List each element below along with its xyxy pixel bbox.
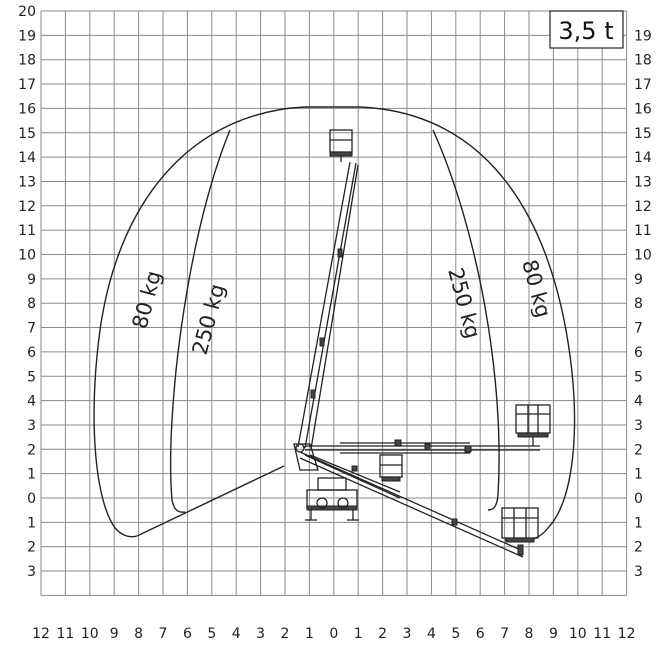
y-tick-label-left: 19 [18, 28, 36, 44]
x-tick-label: 9 [110, 626, 119, 642]
y-tick-label-left: 11 [18, 223, 36, 239]
y-tick-label-left: 20 [18, 4, 36, 20]
zone-label-inner-left: 250 kg [188, 281, 230, 357]
x-tick-label: 8 [525, 626, 534, 642]
y-tick-label-right: 14 [634, 150, 652, 166]
y-tick-label-right: 15 [634, 126, 652, 142]
boom-horizontal [305, 439, 540, 454]
y-tick-label-right: 18 [634, 53, 652, 69]
y-tick-label-right: 1 [634, 515, 643, 531]
y-tick-label-right: 7 [634, 321, 643, 337]
turret [293, 443, 319, 471]
x-tick-label: 6 [183, 626, 192, 642]
y-tick-label-right: 2 [634, 442, 643, 458]
y-tick-label-right: 17 [634, 77, 652, 93]
x-tick-label: 5 [207, 626, 216, 642]
y-tick-label-left: 12 [18, 199, 36, 215]
x-tick-label: 11 [56, 626, 74, 642]
aerial-platform-machine [293, 129, 551, 558]
boom-diagonal [299, 451, 524, 558]
y-tick-label-left: 2 [27, 540, 36, 556]
x-tick-label: 10 [81, 626, 99, 642]
basket-folded [379, 454, 403, 482]
x-tick-label: 3 [256, 626, 265, 642]
y-tick-label-right: 0 [634, 491, 643, 507]
y-tick-label-left: 8 [27, 296, 36, 312]
x-tick-label: 2 [281, 626, 290, 642]
x-tick-label: 2 [378, 626, 387, 642]
y-tick-label-left: 0 [27, 491, 36, 507]
y-tick-label-right: 5 [634, 369, 643, 385]
capacity-badge: 3,5 t [549, 10, 624, 49]
x-tick-label: 1 [354, 626, 363, 642]
x-tick-label: 8 [134, 626, 143, 642]
y-tick-label-right: 16 [634, 101, 652, 117]
basket-right-upper [515, 404, 551, 446]
capacity-label: 3,5 t [558, 17, 613, 45]
y-tick-label-left: 17 [18, 77, 36, 93]
y-tick-label-right: 2 [634, 540, 643, 556]
boom-vertical [297, 161, 359, 450]
x-tick-label: 4 [427, 626, 436, 642]
x-tick-label: 10 [569, 626, 587, 642]
x-tick-label: 0 [329, 626, 338, 642]
y-tick-label-left: 16 [18, 101, 36, 117]
inner-boundary-left [169, 129, 231, 513]
x-tick-label: 12 [618, 626, 636, 642]
basket-right-lower [501, 507, 539, 543]
x-tick-label: 11 [593, 626, 611, 642]
y-tick-label-left: 5 [27, 369, 36, 385]
vehicle-chassis [305, 477, 359, 521]
inner-boundary-right [432, 129, 500, 511]
y-tick-label-left: 14 [18, 150, 36, 166]
y-tick-label-left: 10 [18, 248, 36, 264]
y-tick-label-right: 4 [634, 394, 643, 410]
y-tick-label-left: 18 [18, 53, 36, 69]
y-tick-label-left: 1 [27, 467, 36, 483]
y-tick-label-right: 11 [634, 223, 652, 239]
y-tick-label-left: 1 [27, 515, 36, 531]
y-tick-label-right: 12 [634, 199, 652, 215]
y-tick-label-right: 6 [634, 345, 643, 361]
y-tick-label-left: 3 [27, 564, 36, 580]
y-tick-label-left: 6 [27, 345, 36, 361]
x-tick-label: 7 [159, 626, 168, 642]
y-tick-label-right: 3 [634, 564, 643, 580]
y-tick-label-right: 10 [634, 248, 652, 264]
grid [40, 10, 628, 596]
x-tick-label: 3 [403, 626, 412, 642]
x-tick-label: 9 [549, 626, 558, 642]
y-tick-label-left: 7 [27, 321, 36, 337]
x-tick-label: 12 [32, 626, 50, 642]
zone-label-outer-left: 80 kg [128, 268, 166, 331]
x-tick-label: 4 [232, 626, 241, 642]
y-tick-label-left: 3 [27, 418, 36, 434]
y-tick-label-right: 8 [634, 296, 643, 312]
y-tick-label-left: 15 [18, 126, 36, 142]
x-tick-label: 1 [305, 626, 314, 642]
y-tick-label-left: 13 [18, 174, 36, 190]
x-tick-label: 5 [451, 626, 460, 642]
outer-envelope [93, 106, 576, 542]
x-tick-label: 7 [500, 626, 509, 642]
y-tick-label-right: 13 [634, 174, 652, 190]
y-tick-label-left: 2 [27, 442, 36, 458]
y-tick-label-right: 19 [634, 28, 652, 44]
y-tick-label-left: 9 [27, 272, 36, 288]
y-tick-label-right: 1 [634, 467, 643, 483]
x-tick-label: 6 [476, 626, 485, 642]
y-tick-label-left: 4 [27, 394, 36, 410]
y-tick-label-right: 3 [634, 418, 643, 434]
basket-top [329, 129, 353, 162]
y-tick-label-right: 9 [634, 272, 643, 288]
